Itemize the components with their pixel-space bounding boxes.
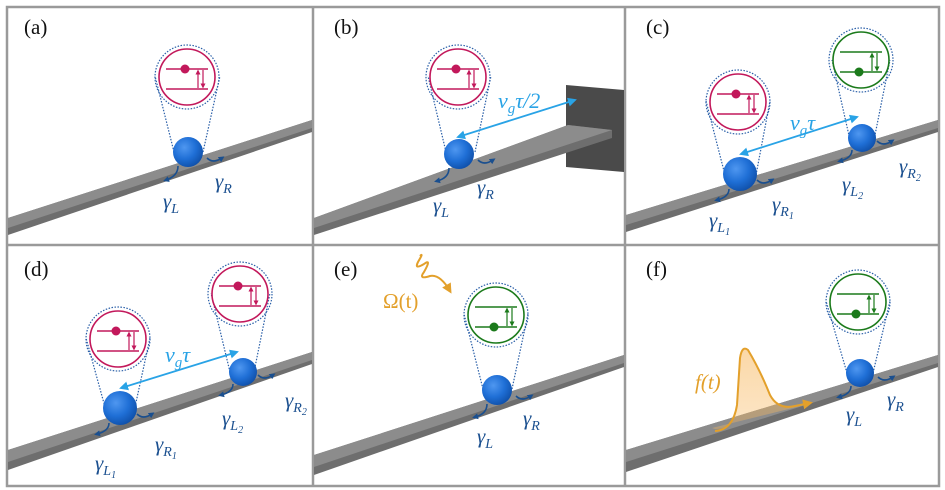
distance-arrow <box>456 97 577 140</box>
gamma-right-label: γR <box>523 406 540 434</box>
gamma-right-label: γR <box>887 387 904 415</box>
distance-label: vgτ <box>165 342 191 371</box>
excited-atom-icon <box>158 48 216 106</box>
gamma-left-1-label: γL1 <box>95 451 116 481</box>
ground-atom-icon <box>829 273 887 331</box>
gamma-left-label: γL <box>163 189 179 217</box>
atom-1 <box>103 391 137 425</box>
panel-label: (b) <box>334 15 359 39</box>
excited-atom-icon <box>89 310 147 368</box>
atom <box>846 359 874 387</box>
gamma-right-label: γR <box>215 169 232 197</box>
decay-left-arrow <box>714 188 730 203</box>
gamma-left-label: γL <box>846 402 862 430</box>
gamma-left-1-label: γL1 <box>709 208 730 238</box>
drive-wave-icon <box>415 253 452 294</box>
panel-label: (c) <box>646 15 669 39</box>
panel-label: (e) <box>334 257 357 281</box>
gamma-left-2-label: γL2 <box>842 172 863 202</box>
magnifier <box>425 44 492 153</box>
gamma-right-1-label: γR1 <box>772 192 794 222</box>
distance-label: vgτ/2 <box>498 88 540 117</box>
panel-label: (f) <box>646 257 667 281</box>
distance-arrow <box>739 114 859 157</box>
excited-atom-icon <box>709 73 767 131</box>
gamma-right-2-label: γR2 <box>899 154 921 184</box>
pulse-label: f(t) <box>695 370 721 394</box>
gamma-right-2-label: γR2 <box>285 388 307 418</box>
ground-atom-icon <box>467 286 525 344</box>
gamma-right-1-label: γR1 <box>155 432 177 462</box>
panel-a: (a) γL γR <box>8 15 312 235</box>
photon-pulse-icon <box>712 347 813 432</box>
gamma-right-label: γR <box>477 175 494 203</box>
gamma-left-label: γL <box>477 424 493 452</box>
decay-right-arrow <box>477 158 496 165</box>
excited-atom-icon <box>211 265 269 323</box>
distance-label: vgτ <box>790 110 816 139</box>
magnifier <box>828 27 894 141</box>
decay-left-arrow <box>836 385 852 400</box>
panel-c: (c) <box>626 15 938 238</box>
waveguide <box>314 125 612 228</box>
decay-left-arrow <box>163 165 179 182</box>
decay-left-arrow <box>434 167 450 184</box>
atom <box>444 139 474 169</box>
decay-right-arrow <box>136 412 155 419</box>
gamma-left-2-label: γL2 <box>222 406 243 436</box>
panel-label: (a) <box>24 15 47 39</box>
panel-d: (d) vgτ <box>8 257 312 481</box>
panel-label: (d) <box>24 257 49 281</box>
magnifier <box>463 282 529 390</box>
gamma-left-label: γL <box>433 193 449 221</box>
decay-left-arrow <box>94 422 110 437</box>
decay-right-arrow <box>876 139 895 146</box>
decay-right-arrow <box>515 394 534 401</box>
decay-right-arrow <box>206 156 225 163</box>
ground-atom-icon <box>832 31 890 89</box>
atom <box>173 137 203 167</box>
magnifier <box>825 269 891 374</box>
decay-right-arrow <box>756 178 775 185</box>
drive-label: Ω(t) <box>383 289 418 313</box>
excited-atom-icon <box>429 48 487 106</box>
distance-arrow <box>119 349 239 391</box>
decay-right-arrow <box>257 373 276 380</box>
decay-left-arrow <box>472 403 488 420</box>
atom <box>482 375 512 405</box>
atom-2 <box>229 358 257 386</box>
decay-right-arrow <box>877 375 896 382</box>
magnifier <box>154 44 221 153</box>
decay-left-arrow <box>218 383 234 398</box>
waveguide <box>8 120 312 228</box>
panel-e: (e) Ω(t) γL γR <box>314 253 624 475</box>
magnifier <box>207 261 273 373</box>
waveguide <box>314 355 624 467</box>
panel-f: (f) f(t) γL γR <box>626 257 938 472</box>
decay-left-arrow <box>837 149 853 164</box>
atom-1 <box>723 157 757 191</box>
atom-2 <box>848 124 876 152</box>
panel-b: (b) vgτ/2 γL γR <box>314 15 624 235</box>
